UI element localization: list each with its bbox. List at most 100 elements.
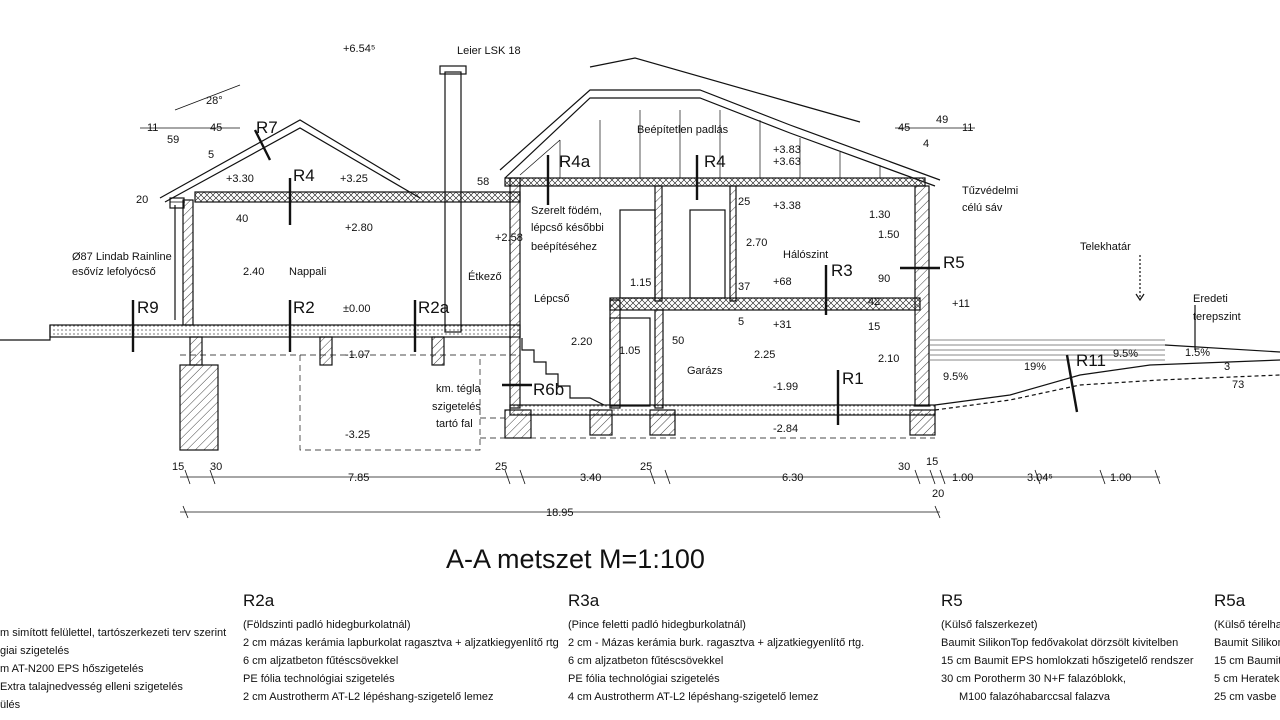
room-garazs: Garázs [687, 365, 723, 377]
level-383: +3.83 [773, 144, 801, 156]
room-padlas: Beépítetlen padlás [637, 124, 729, 136]
annotation-rainline-2: esővíz lefolyócső [72, 266, 156, 278]
level-280: +2.80 [345, 222, 373, 234]
room-labels: Nappali Étkező Lépcső Garázs Hálószint B… [289, 124, 828, 377]
legend-line: (Külső falszerkezet) [941, 619, 1038, 631]
legend-line: (Pince feletti padló hidegburkolatnál) [568, 619, 746, 631]
level-330: +3.30 [226, 173, 254, 185]
level-338: +3.38 [773, 200, 801, 212]
dim-270: 2.70 [746, 237, 767, 249]
legend-column-r2a: R2a (Földszinti padló hidegburkolatnál) … [243, 590, 559, 706]
dim-11l: 11 [147, 122, 158, 134]
room-nappali: Nappali [289, 266, 326, 278]
annotation-szerelt-2: lépcső későbbi [531, 222, 604, 234]
dimension-lines [140, 84, 1161, 519]
bdim-30b: 30 [898, 461, 910, 473]
dim-42: 42 [868, 296, 880, 308]
annotation-telekhatar: Telekhatár [1080, 241, 1131, 253]
bdim-630: 6.30 [782, 472, 803, 484]
dim-105: 1.05 [619, 345, 640, 357]
dim-210: 2.10 [878, 353, 899, 365]
level-363: +3.63 [773, 156, 801, 168]
legend-code: R5 [941, 591, 963, 610]
legend-line: 5 cm Heratek [1214, 673, 1280, 685]
mark-r4-left: R4 [293, 166, 315, 185]
mark-r7: R7 [256, 118, 278, 137]
level-68: +68 [773, 276, 792, 288]
level-31: +31 [773, 319, 792, 331]
bdim-20: 20 [932, 488, 944, 500]
legend-line: ülés [0, 699, 21, 711]
mark-r2: R2 [293, 298, 315, 317]
annotation-szerelt-1: Szerelt födém, [531, 205, 602, 217]
annotations: Leier LSK 18 Ø87 Lindab Rainline esővíz … [72, 45, 1241, 430]
annotation-eredeti-1: Eredeti [1193, 293, 1228, 305]
legend-code: R5a [1214, 591, 1246, 610]
level-258: +2.58 [495, 232, 523, 244]
bdim-25b: 25 [640, 461, 652, 473]
dim-95a: 9.5% [1113, 348, 1138, 360]
section-cut-marks [131, 129, 1079, 425]
bdim-100a: 1.00 [952, 472, 973, 484]
dim-95b: 9.5% [943, 371, 968, 383]
dim-15p: 1.5% [1185, 347, 1210, 359]
dim-58: 58 [477, 176, 489, 188]
legend-column-r3a: R3a (Pince feletti padló hidegburkolatná… [568, 590, 864, 706]
level-m284: -2.84 [773, 423, 798, 435]
level-654: +6.54⁵ [343, 43, 375, 55]
dim-15v: 15 [868, 321, 880, 333]
inner-dimensions: 11 59 45 5 20 40 2.40 58 1.15 2.20 1.05 … [136, 114, 1244, 391]
annotation-eredeti-2: terepszint [1193, 311, 1241, 323]
level-325: +3.25 [340, 173, 368, 185]
mark-r4a: R4a [559, 152, 591, 171]
bdim-15: 15 [172, 461, 184, 473]
annotation-szerelt-3: beépítéséhez [531, 241, 597, 253]
level-11: +11 [952, 298, 970, 310]
legend-line: 2 cm - Mázas kerámia burk. ragasztva + a… [568, 637, 865, 649]
legend-line: 2 cm Austrotherm AT-L2 lépéshang-szigete… [243, 691, 494, 703]
mark-r4-right: R4 [704, 152, 726, 171]
dim-50: 50 [672, 335, 684, 347]
level-m325: -3.25 [345, 429, 370, 441]
room-etkezo: Étkező [468, 270, 502, 283]
building-outline [0, 57, 1280, 451]
drawing-title: A-A metszet M=1:100 [446, 544, 705, 574]
bdim-25a: 25 [495, 461, 507, 473]
annotation-km-2: szigetelés [432, 401, 481, 413]
legend-column-r5: R5 (Külső falszerkezet) Baumit SilikonTo… [941, 590, 1194, 706]
room-haloszint: Hálószint [783, 249, 828, 261]
section-references: R7 R4 R4a R4 R5 R9 R2 R2a R3 R1 R6b R11 [137, 118, 1106, 399]
dim-5: 5 [208, 149, 214, 161]
annotation-km-3: tartó fal [436, 418, 473, 430]
legend-line: 15 cm Baumit EPS homlokzati hőszigetelő … [941, 655, 1194, 667]
bottom-dimensions: 15 30 7.85 25 3.40 25 6.30 30 15 20 1.00… [172, 456, 1131, 519]
bdim-304: 3.04⁵ [1027, 472, 1053, 484]
dim-59: 59 [167, 134, 179, 146]
legend-line: m simított felülettel, tartószerkezeti t… [0, 627, 227, 639]
legend-line: m AT-N200 EPS hőszigetelés [0, 663, 144, 675]
bdim-785: 7.85 [348, 472, 369, 484]
annotation-tuzvedelmi-1: Tűzvédelmi [962, 185, 1018, 197]
legend-line: (Földszinti padló hidegburkolatnál) [243, 619, 411, 631]
dim-220: 2.20 [571, 336, 592, 348]
legend-line: 2 cm mázas kerámia lapburkolat ragasztva… [243, 637, 559, 649]
legend-code: R2a [243, 591, 275, 610]
mark-r9: R9 [137, 298, 159, 317]
legend-column-r5a: R5a (Külső térelhat Baumit SilikonT 15 c… [1214, 590, 1280, 706]
mark-r1: R1 [842, 369, 864, 388]
legend-line: Extra talajnedvesség elleni szigetelés [0, 681, 183, 693]
annotation-km-1: km. tégla [436, 383, 482, 395]
mark-r3: R3 [831, 261, 853, 280]
dim-19: 19% [1024, 361, 1046, 373]
legend-line: PE fólia technológiai szigetelés [243, 673, 395, 685]
level-m199: -1.99 [773, 381, 798, 393]
dim-40: 40 [236, 213, 248, 225]
bdim-100b: 1.00 [1110, 472, 1131, 484]
dim-45r: 45 [898, 122, 910, 134]
room-lepcso: Lépcső [534, 293, 569, 305]
dim-4: 4 [923, 138, 929, 150]
dim-5b: 5 [738, 316, 744, 328]
legend-column-r2-partial: m simított felülettel, tartószerkezeti t… [0, 624, 226, 714]
bdim-15b: 15 [926, 456, 938, 468]
